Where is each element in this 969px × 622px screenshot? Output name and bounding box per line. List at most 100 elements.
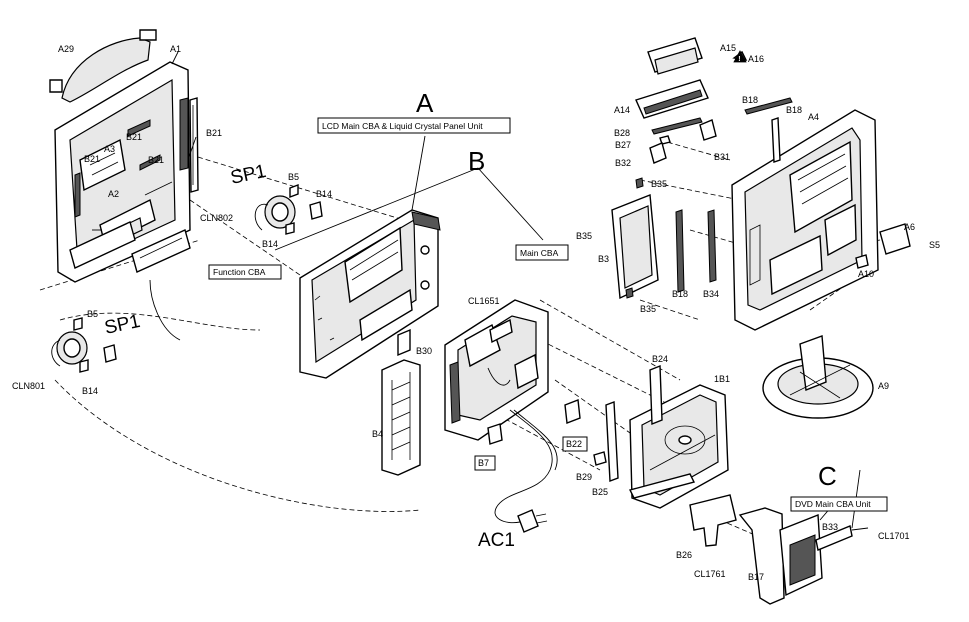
a6-cover [879,223,911,255]
b3-shield [611,177,659,300]
callout-sp1-upper: SP1 [229,161,269,189]
warning-triangle-icon: ! [733,50,747,63]
label-b29: B29 [576,472,592,482]
function-cba-label-box: Function CBA [208,264,282,280]
label-b34: B34 [703,289,719,299]
label-cl1651: CL1651 [468,296,500,306]
label-s5: S5 [929,240,940,250]
label-b21-left: B21 [84,154,100,164]
label-b24: B24 [652,354,668,364]
b22-part [564,399,581,424]
label-b21-mid: B21 [148,155,164,165]
label-b18-right: B18 [786,105,802,115]
a15-part [647,37,703,75]
label-a16: A16 [748,54,764,64]
callout-ac1: AC1 [478,530,515,551]
main-cba-board [444,299,549,441]
label-a29: A29 [58,44,74,54]
a1-front-cabinet [54,61,191,283]
b7-label-box: B7 [474,455,496,471]
label-b14-upper: B14 [316,189,332,199]
label-a4: A4 [808,112,819,122]
dvd-flat-cable [628,473,696,499]
label-cl1701: CL1701 [878,531,910,541]
callout-sp1-lower: SP1 [103,311,143,339]
b22-label: B22 [566,439,582,449]
b22-label-box: B22 [562,436,588,452]
dvd-main-cba [738,507,869,605]
b18-strips [675,97,793,293]
label-a9: A9 [878,381,889,391]
main-cba-label: Main CBA [520,248,559,258]
a29-cover-sheet [49,29,157,103]
label-cl1761: CL1761 [694,569,726,579]
b21-strip [189,97,199,193]
b28-b27-screws [651,117,703,145]
callout-c: C [818,461,837,491]
dvd-main-label: DVD Main CBA Unit [795,499,871,509]
label-b28: B28 [614,128,630,138]
label-a1: A1 [170,44,181,54]
b14-clip-lower [103,344,117,363]
part-labels: A29 A1 B21 B21 B21 A3 B21 A2 B5 B14 CLN8… [12,43,940,582]
label-a14: A14 [614,105,630,115]
label-b27: B27 [615,140,631,150]
label-a3: A3 [104,144,115,154]
label-b3: B3 [598,254,609,264]
label-a2: A2 [108,189,119,199]
callout-a: A [416,88,434,118]
a10-part [855,254,869,269]
label-b35-left: B35 [576,231,592,241]
function-cba-board [131,229,191,341]
label-b31: B31 [714,152,730,162]
speaker-sp1-lower [51,317,89,373]
b34-strip [707,209,717,283]
label-b21-top: B21 [126,132,142,142]
b31-clip [699,119,717,141]
function-cba-label: Function CBA [213,267,266,277]
label-b18-bottom: B18 [672,289,688,299]
dvd-main-label-box: DVD Main CBA Unit [790,496,888,512]
b7-part [487,423,503,445]
label-b26: B26 [676,550,692,560]
lcd-panel-unit [299,209,441,379]
b30-part [397,328,411,357]
label-b14-lower: B14 [82,386,98,396]
label-b4: B4 [372,429,383,439]
b7-label: B7 [478,458,489,468]
ac-power-cord [494,409,558,533]
label-a15: A15 [720,43,736,53]
label-b21-right: B21 [206,128,222,138]
label-a10: A10 [858,269,874,279]
label-b5-upper: B5 [288,172,299,182]
label-cln801: CLN801 [12,381,45,391]
label-b35-top: B35 [651,179,667,189]
label-b5-lower: B5 [87,309,98,319]
label-cln802: CLN802 [200,213,233,223]
b32-clip [649,142,667,164]
label-b25: B25 [592,487,608,497]
lcd-unit-label-box: LCD Main CBA & Liquid Crystal Panel Unit [317,117,511,134]
a14-part [635,79,709,119]
b4-bracket [381,359,421,476]
label-b17: B17 [748,572,764,582]
speaker-sp1-upper [254,183,299,235]
b24-bracket [649,364,663,426]
b25-bracket [593,401,619,482]
label-b33: B33 [822,522,838,532]
label-b18-top: B18 [742,95,758,105]
label-b35-bottom: B35 [640,304,656,314]
a9-stand [762,335,874,419]
callout-b: B [468,146,485,176]
main-cba-label-box: Main CBA [515,244,569,261]
label-a6: A6 [904,222,915,232]
a4-rear-cabinet [731,109,879,331]
label-b14-mid: B14 [262,239,278,249]
b26-bracket [689,494,737,547]
lcd-unit-label: LCD Main CBA & Liquid Crystal Panel Unit [322,121,483,131]
label-b32: B32 [615,158,631,168]
warning-symbol: ! [738,56,740,63]
label-b30: B30 [416,346,432,356]
b14-clip-upper [309,201,323,220]
